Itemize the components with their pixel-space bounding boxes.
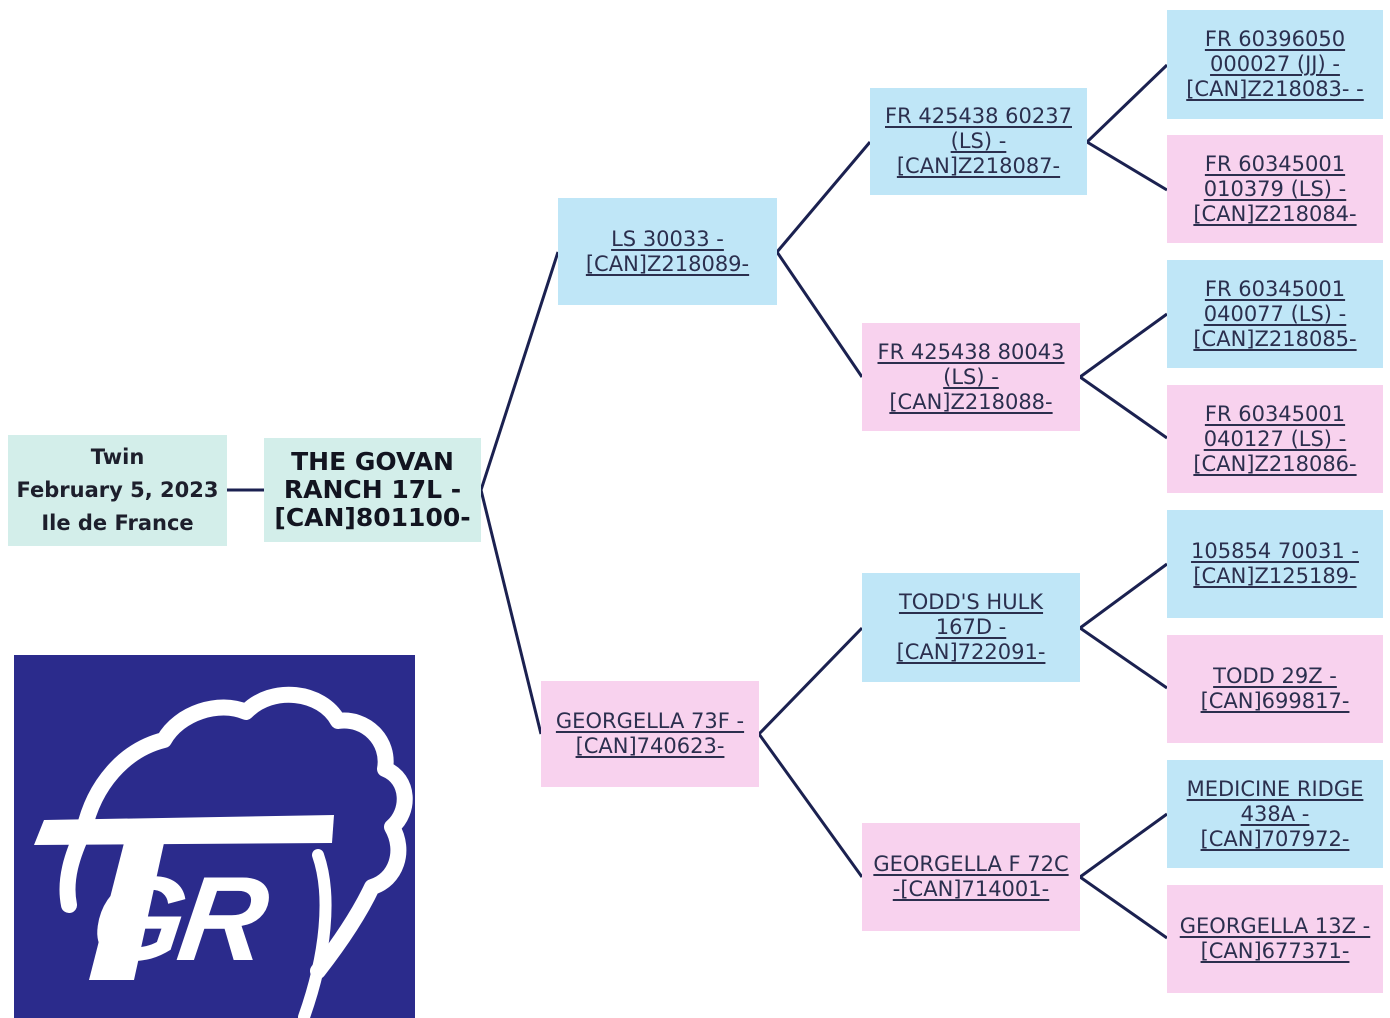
connector-dam-grandparents <box>757 626 864 878</box>
great-grandparent-box-3: FR 60345001 040077 (LS) - [CAN]Z218085- <box>1167 260 1383 368</box>
great-grandparent-box-6: TODD 29Z - [CAN]699817- <box>1167 635 1383 743</box>
great-grandparent-box-1: FR 60396050 000027 (JJ) - [CAN]Z218083- … <box>1167 10 1383 119</box>
birth-date: February 5, 2023 <box>16 478 219 502</box>
twin-status: Twin <box>90 445 145 469</box>
great-grandparent-box-4: FR 60345001 040127 (LS) - [CAN]Z218086- <box>1167 385 1383 493</box>
paternal-grandsire-link[interactable]: FR 425438 60237 (LS) - [CAN]Z218087- <box>885 104 1072 178</box>
paternal-granddam-box: FR 425438 80043 (LS) - [CAN]Z218088- <box>862 323 1080 431</box>
great-grandparent-link-1[interactable]: FR 60396050 000027 (JJ) - [CAN]Z218083- … <box>1186 27 1364 101</box>
maternal-granddam-box: GEORGELLA F 72C -[CAN]714001- <box>862 823 1080 931</box>
connector-g1-greatgrandparents <box>1084 63 1169 192</box>
great-grandparent-link-2[interactable]: FR 60345001 010379 (LS) - [CAN]Z218084- <box>1193 151 1357 226</box>
great-grandparent-box-5: 105854 70031 - [CAN]Z125189- <box>1167 510 1383 618</box>
connector-subject-parents <box>479 251 560 735</box>
sire-link[interactable]: LS 30033 - [CAN]Z218089- <box>585 226 750 276</box>
great-grandparent-link-5[interactable]: 105854 70031 - [CAN]Z125189- <box>1191 539 1359 588</box>
maternal-grandsire-link[interactable]: TODD'S HULK 167D - [CAN]722091- <box>896 590 1046 664</box>
tgr-logo: GR <box>14 655 415 1018</box>
dam-link[interactable]: GEORGELLA 73F - [CAN]740623- <box>555 709 745 758</box>
subject-animal-name: THE GOVAN RANCH 17L - [CAN]801100- <box>274 447 471 532</box>
logo-text: GR <box>83 852 276 986</box>
great-grandparent-link-6[interactable]: TODD 29Z - [CAN]699817- <box>1200 664 1350 713</box>
great-grandparent-link-8[interactable]: GEORGELLA 13Z - [CAN]677371- <box>1179 914 1371 963</box>
sire-box: LS 30033 - [CAN]Z218089- <box>558 198 777 305</box>
maternal-granddam-link[interactable]: GEORGELLA F 72C -[CAN]714001- <box>873 852 1069 901</box>
great-grandparent-link-7[interactable]: MEDICINE RIDGE 438A - [CAN]707972- <box>1186 776 1364 851</box>
dam-box: GEORGELLA 73F - [CAN]740623- <box>541 681 759 787</box>
maternal-grandsire-box: TODD'S HULK 167D - [CAN]722091- <box>862 573 1080 682</box>
connector-sire-grandparents <box>775 141 872 378</box>
great-grandparent-link-4[interactable]: FR 60345001 040127 (LS) - [CAN]Z218086- <box>1193 401 1357 476</box>
animal-info-box: Twin February 5, 2023 Ile de France <box>8 435 227 546</box>
connector-g2-greatgrandparents <box>1077 312 1168 440</box>
great-grandparent-link-3[interactable]: FR 60345001 040077 (LS) - [CAN]Z218085- <box>1193 276 1357 351</box>
sheep-head-logo-icon: GR <box>34 686 413 1018</box>
great-grandparent-box-2: FR 60345001 010379 (LS) - [CAN]Z218084- <box>1167 135 1383 243</box>
breed: Ile de France <box>41 511 194 535</box>
subject-animal-box: THE GOVAN RANCH 17L - [CAN]801100- <box>264 438 481 542</box>
connector-g3-greatgrandparents <box>1077 562 1168 690</box>
paternal-granddam-link[interactable]: FR 425438 80043 (LS) - [CAN]Z218088- <box>877 339 1065 414</box>
great-grandparent-box-8: GEORGELLA 13Z - [CAN]677371- <box>1167 885 1383 993</box>
connector-g4-greatgrandparents <box>1077 812 1168 940</box>
paternal-grandsire-box: FR 425438 60237 (LS) - [CAN]Z218087- <box>870 88 1087 195</box>
great-grandparent-box-7: MEDICINE RIDGE 438A - [CAN]707972- <box>1167 760 1383 868</box>
